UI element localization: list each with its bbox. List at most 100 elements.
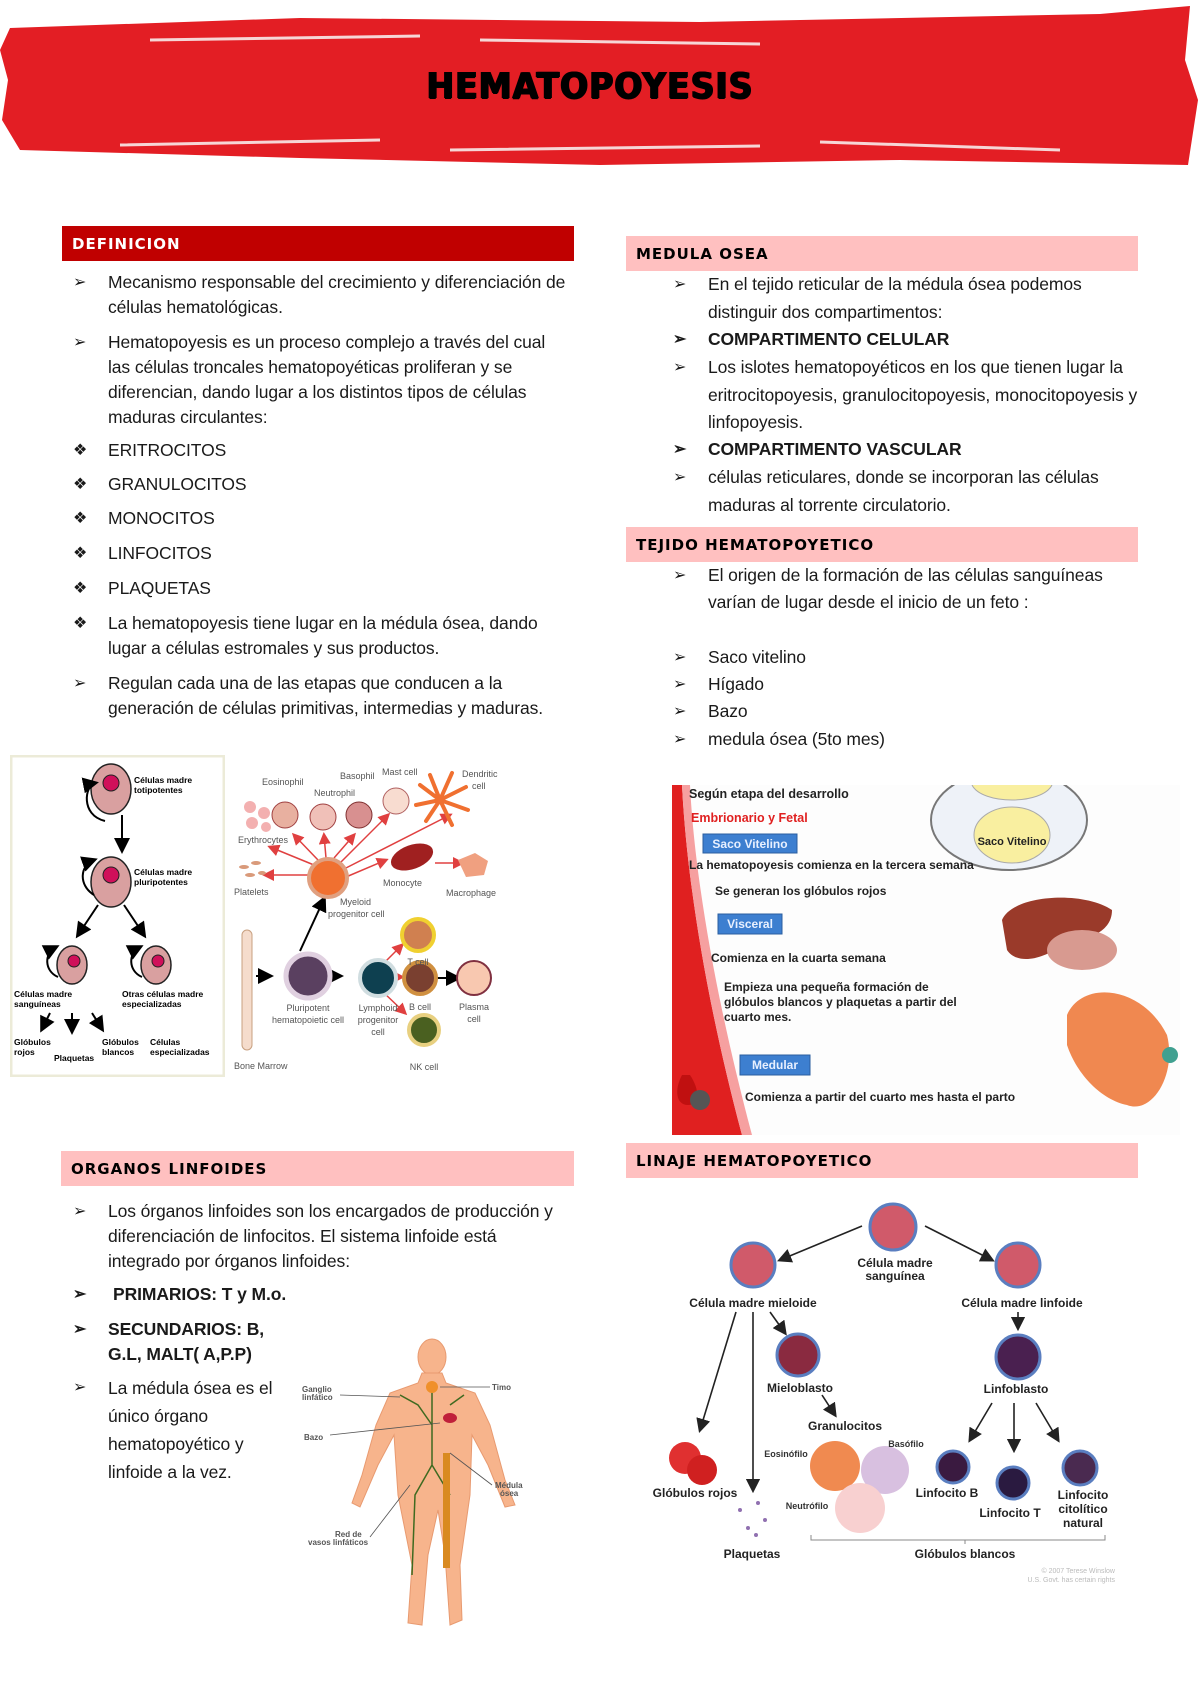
label-red-cells: Glóbulos rojos bbox=[14, 1037, 51, 1057]
label-pluripotent-2: hematopoietic cell bbox=[272, 1015, 344, 1025]
item-text: Los órganos linfoides son los encargados… bbox=[108, 1201, 553, 1271]
bone-marrow-icon bbox=[443, 1453, 450, 1568]
list-item: ➢Saco vitelino bbox=[673, 645, 1138, 670]
label-nk-3: natural bbox=[1063, 1516, 1103, 1530]
label-basophil: Basophil bbox=[340, 771, 375, 781]
label-red: Red de bbox=[335, 1530, 362, 1539]
label-t-cell: T cell bbox=[407, 957, 428, 967]
saco-text: La hematopoyesis comienza en la tercera … bbox=[689, 858, 974, 872]
neutrophil-cell bbox=[835, 1483, 885, 1533]
label-medula-2: ósea bbox=[500, 1489, 519, 1498]
visceral-subtext-1: Empieza una pequeña formación de bbox=[724, 980, 929, 994]
thymus-icon bbox=[426, 1381, 438, 1393]
macrophage-cell bbox=[458, 853, 488, 877]
label-mieloblasto: Mieloblasto bbox=[767, 1381, 833, 1395]
white-cells-bracket bbox=[810, 1535, 1106, 1544]
visceral-subtext-2: glóbulos blancos y plaquetas a partir de… bbox=[724, 995, 957, 1009]
arrow-bullet-icon: ➢ bbox=[73, 1286, 87, 1303]
item-text: células reticulares, donde se incorporan… bbox=[708, 467, 1099, 515]
label-blood-stem: Células madre sanguíneas bbox=[14, 989, 73, 1009]
button-label: Visceral bbox=[727, 917, 773, 931]
label-neutrofilo: Neutrófilo bbox=[786, 1501, 829, 1511]
label-other-stem: Otras células madre especializadas bbox=[122, 989, 204, 1009]
nk-cell bbox=[1061, 1449, 1099, 1487]
red-stripe-decoration bbox=[672, 785, 742, 1135]
list-item: ❖ La hematopoyesis tiene lugar en la médu… bbox=[73, 611, 568, 661]
label-pluripotent: Pluripotent bbox=[286, 1003, 330, 1013]
arrow-bullet-icon: ➢ bbox=[673, 441, 687, 458]
b-cell bbox=[402, 960, 438, 996]
label-linfocito-t: Linfocito T bbox=[979, 1506, 1041, 1520]
list-item: ➢ COMPARTIMENTO CELULAR bbox=[673, 326, 1138, 354]
list-item: ➢ Hígado bbox=[673, 672, 1138, 697]
monocyte-cell bbox=[390, 843, 434, 871]
list-item: ➢PRIMARIOS: T y M.o. bbox=[73, 1282, 513, 1307]
arrow-bullet-icon: ➢ bbox=[673, 703, 687, 720]
stem-cell bbox=[868, 1202, 918, 1252]
label-white-cells: Glóbulos blancos bbox=[102, 1037, 139, 1057]
list-item: ❖ERITROCITOS bbox=[73, 438, 568, 463]
embryo-illustration bbox=[1067, 992, 1178, 1107]
title-banner-brushstroke bbox=[0, 6, 1198, 165]
page-title: HEMATOPOYESIS bbox=[426, 66, 754, 107]
item-text: La hematopoyesis tiene lugar en la médul… bbox=[108, 613, 538, 658]
label-medula: Médula bbox=[495, 1481, 523, 1490]
label-monocyte: Monocyte bbox=[383, 878, 422, 888]
visceral-text: Comienza en la cuarta semana bbox=[711, 951, 886, 965]
item-text: La médula ósea es el único órgano hemato… bbox=[108, 1378, 273, 1482]
label-linfocito-b: Linfocito B bbox=[916, 1486, 979, 1500]
label-plasma: Plasma bbox=[459, 1002, 489, 1012]
lymphoid-progenitor-cell bbox=[358, 958, 398, 998]
arrow-bullet-icon: ➢ bbox=[673, 331, 687, 348]
arrow-bullet-icon: ➢ bbox=[673, 469, 687, 486]
stage-subheading: Embrionario y Fetal bbox=[691, 811, 808, 825]
label-ganglio: Ganglio bbox=[302, 1385, 332, 1394]
diamond-bullet-icon: ❖ bbox=[73, 615, 88, 632]
arrow-bullet-icon: ➢ bbox=[73, 274, 87, 291]
lymphoid-stem-cell bbox=[994, 1241, 1042, 1289]
label-plaquetas: Plaquetas bbox=[724, 1547, 781, 1561]
saco-vitelino-button: Saco Vitelino bbox=[702, 833, 798, 854]
item-text: En el tejido reticular de la médula ósea… bbox=[708, 274, 1082, 322]
item-text: Bazo bbox=[708, 701, 748, 721]
myeloid-stem-cell bbox=[729, 1241, 777, 1289]
t-lymphocyte-cell bbox=[995, 1465, 1031, 1501]
label-mast-cell: Mast cell bbox=[382, 767, 418, 777]
list-item: ➢Regulan cada una de las etapas que cond… bbox=[73, 671, 568, 721]
diamond-bullet-icon: ❖ bbox=[73, 442, 88, 459]
arrow-bullet-icon: ➢ bbox=[673, 276, 687, 293]
section-header-medula-osea: MEDULA OSEA bbox=[626, 236, 1138, 271]
item-text: Hígado bbox=[708, 674, 764, 694]
label-lymphoid-2: progenitor bbox=[358, 1015, 399, 1025]
button-label: Saco Vitelino bbox=[712, 837, 787, 851]
section-header-tejido-hematopoyetico: TEJIDO HEMATOPOYETICO bbox=[626, 527, 1138, 562]
label-red-2: vasos linfáticos bbox=[308, 1538, 369, 1547]
liver-illustration bbox=[1002, 897, 1117, 970]
label-platelets: Platelets bbox=[234, 887, 269, 897]
section-header-linaje-hematopoyetico: LINAJE HEMATOPOYETICO bbox=[626, 1143, 1138, 1178]
stage-heading: Según etapa del desarrollo bbox=[689, 787, 849, 801]
label-platelets: Plaquetas bbox=[54, 1053, 95, 1063]
bone-marrow-icon bbox=[241, 929, 253, 1051]
item-text: LINFOCITOS bbox=[108, 543, 212, 563]
eosinophil-cell bbox=[271, 801, 299, 829]
list-item: ❖LINFOCITOS bbox=[73, 541, 568, 566]
item-text: COMPARTIMENTO CELULAR bbox=[708, 329, 950, 349]
arrow-bullet-icon: ➢ bbox=[73, 675, 87, 692]
myeloblast-cell bbox=[775, 1332, 821, 1378]
saco-subtext: Se generan los glóbulos rojos bbox=[715, 884, 887, 898]
label-basofilo: Basófilo bbox=[888, 1439, 924, 1449]
list-item: ➢La médula ósea es el único órgano hemat… bbox=[73, 1374, 298, 1486]
arrow-bullet-icon: ➢ bbox=[73, 334, 87, 351]
list-item: ❖GRANULOCITOS bbox=[73, 472, 568, 497]
yolk-sac-illustration bbox=[930, 785, 1088, 871]
item-text: SECUNDARIOS: B, G.L, MALT( A,P.P) bbox=[108, 1319, 265, 1364]
b-lymphocyte-cell bbox=[935, 1449, 971, 1485]
label-lymphoid-3: cell bbox=[371, 1027, 385, 1037]
arrow-bullet-icon: ➢ bbox=[673, 676, 687, 693]
label-neutrophil: Neutrophil bbox=[314, 788, 355, 798]
label-plasma-2: cell bbox=[467, 1014, 481, 1024]
copyright-line-1: © 2007 Terese Winslow bbox=[1041, 1567, 1115, 1575]
erythrocytes-icon bbox=[244, 801, 271, 832]
label-timo: Timo bbox=[492, 1383, 511, 1392]
